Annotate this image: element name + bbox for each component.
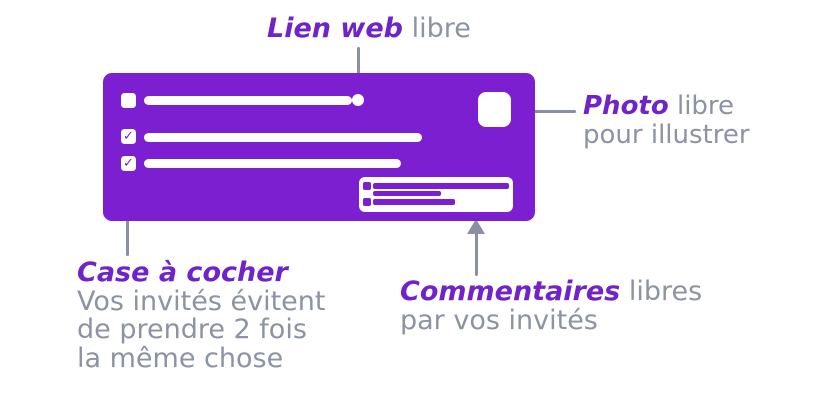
web-link-label: Lien web libre — [267, 14, 471, 44]
comment-text-bar — [373, 191, 441, 196]
checkbox-checked-icon: ✓ — [121, 156, 136, 171]
guest-list-card: ✓ ✓ — [103, 73, 535, 221]
comment-text-bar — [373, 183, 509, 189]
comments-label-line1: Commentaires libres — [400, 277, 702, 306]
comment-box — [359, 177, 513, 212]
list-item-bar — [144, 96, 352, 105]
arrow-shaft — [475, 232, 478, 276]
photo-label-line2: pour illustrer — [583, 120, 750, 150]
web-link-rest: libre — [411, 13, 471, 44]
checkbox-checked-icon: ✓ — [121, 129, 136, 144]
comments-label: Commentaires libres par vos invités — [400, 277, 702, 335]
comments-rest: libres — [628, 276, 703, 307]
arrow-shaft — [357, 47, 360, 78]
list-item-bar — [144, 133, 422, 142]
checkbox-label-line4: la même chose — [77, 342, 284, 374]
list-item-bar — [144, 159, 401, 168]
checkbox-label: Case à cocher Vos invités évitent de pre… — [77, 257, 326, 374]
web-link-term: Lien web — [267, 13, 403, 44]
checkbox-label-line3: de prendre 2 fois — [77, 314, 307, 345]
comments-label-line2: par vos invités — [400, 305, 598, 336]
photo-rest: libre — [676, 91, 735, 121]
arrow-shaft — [530, 110, 576, 113]
photo-label: Photo libre pour illustrer — [583, 92, 750, 150]
commenter-avatar-icon — [363, 198, 371, 206]
checkbox-term: Case à cocher — [77, 257, 288, 288]
checkbox-label-line2: Vos invités évitent — [77, 285, 326, 317]
checkbox-unchecked-icon — [121, 93, 136, 108]
comment-text-bar — [373, 199, 455, 205]
photo-label-line1: Photo libre — [583, 92, 750, 121]
comments-term: Commentaires — [400, 276, 621, 307]
photo-placeholder — [478, 92, 511, 127]
web-link-dot-icon — [352, 94, 364, 106]
commenter-avatar-icon — [363, 182, 371, 190]
photo-term: Photo — [583, 91, 669, 121]
arrow-shaft — [126, 189, 129, 256]
arrow-head — [467, 219, 485, 234]
